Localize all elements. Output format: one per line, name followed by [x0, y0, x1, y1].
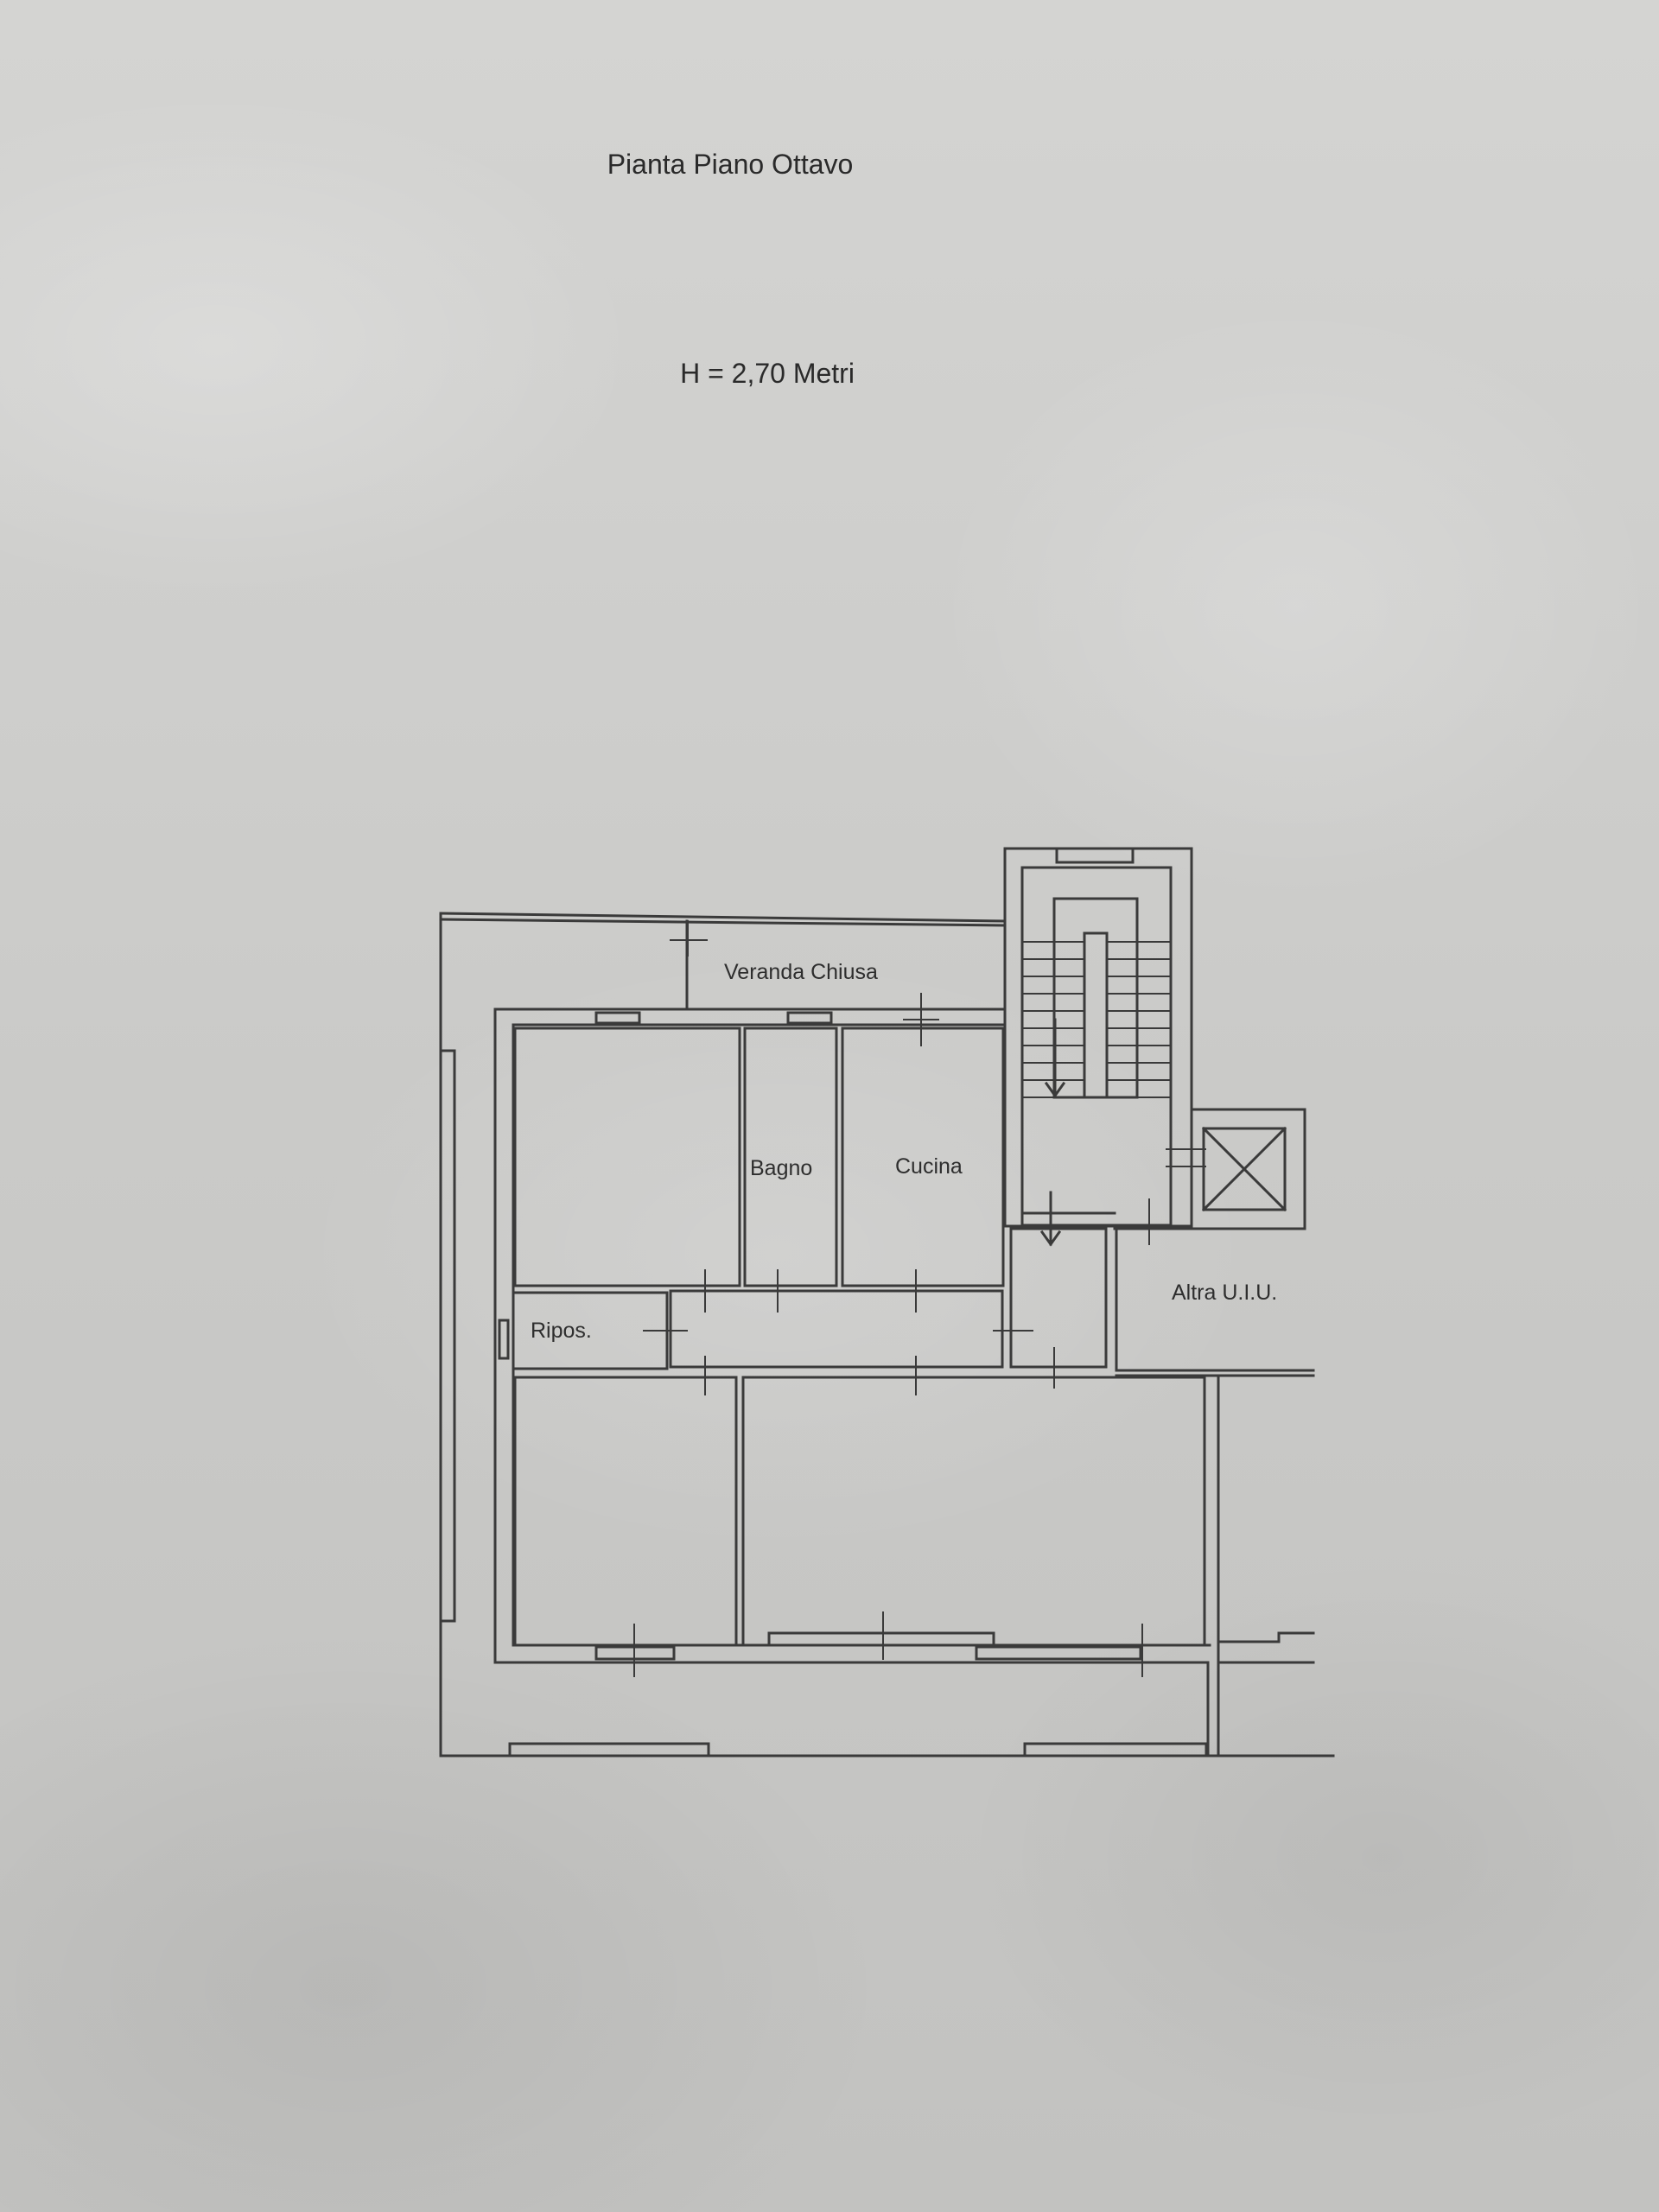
room-label-altra-uiu: Altra U.I.U.: [1172, 1281, 1277, 1305]
room-label-veranda: Veranda Chiusa: [724, 960, 878, 984]
ceiling-height-note: H = 2,70 Metri: [680, 358, 855, 389]
room-label-cucina: Cucina: [895, 1154, 963, 1179]
left-railing: [439, 1049, 456, 1623]
room-label-bagno: Bagno: [750, 1156, 812, 1180]
apartment-walls: [493, 919, 689, 1011]
elevator-shaft: [1202, 1127, 1287, 1211]
stair-block: [1003, 847, 1193, 1228]
top-boundary: [439, 912, 1007, 923]
room-label-ripos: Ripos.: [531, 1319, 592, 1343]
plan-title: Pianta Piano Ottavo: [607, 149, 854, 180]
